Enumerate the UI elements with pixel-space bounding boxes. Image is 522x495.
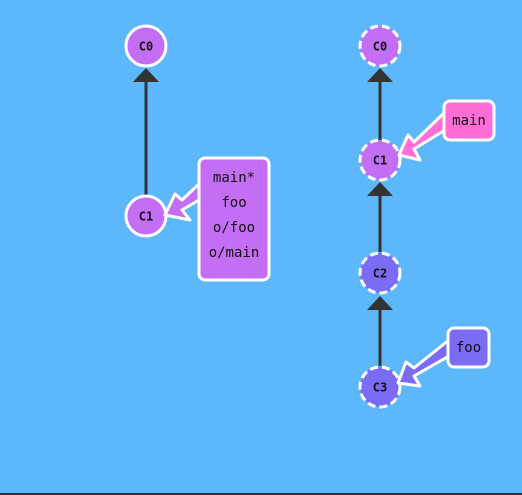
left-commit-c0-label: C0: [139, 40, 153, 54]
right-ref-main-box: [442, 99, 496, 142]
bottom-divider: [0, 493, 522, 495]
right-ref-main-arrow: [397, 110, 447, 162]
left-edge-c1-c0: [133, 68, 159, 196]
right-commit-c0-label: C0: [373, 40, 387, 54]
left-commit-c0[interactable]: C0: [124, 24, 168, 68]
right-ref-foo[interactable]: foo: [396, 326, 491, 388]
left-commit-c1[interactable]: C1: [124, 194, 168, 238]
right-commit-c2-label: C2: [373, 267, 387, 281]
right-ref-foo-label: foo: [456, 340, 481, 356]
right-tree: C0 C1 C2 C3 main foo: [358, 24, 496, 409]
right-commit-c2[interactable]: C2: [358, 251, 402, 295]
left-commit-c1-label: C1: [139, 210, 153, 224]
right-ref-foo-arrow: [396, 338, 451, 388]
left-ref-multi-line-1: foo: [221, 195, 246, 211]
right-edge-c1-c0: [367, 68, 393, 140]
left-ref-multi-line-2: o/foo: [213, 220, 255, 236]
left-ref-multi-box: [197, 156, 271, 282]
right-commit-c0[interactable]: C0: [358, 24, 402, 68]
right-ref-main[interactable]: main: [397, 99, 496, 162]
right-ref-foo-box: [446, 326, 491, 369]
left-ref-multi[interactable]: main* foo o/foo o/main: [163, 156, 271, 282]
right-edge-c2-c1: [367, 182, 393, 252]
right-commit-c3-label: C3: [373, 381, 387, 395]
left-ref-multi-line-0: main*: [213, 170, 255, 186]
right-edge-c3-c2: [367, 296, 393, 366]
left-tree: C0 C1 main* foo o/foo o/main: [124, 24, 271, 282]
left-ref-multi-arrow: [163, 182, 201, 222]
left-ref-multi-line-3: o/main: [209, 245, 260, 261]
right-commit-c3[interactable]: C3: [358, 365, 402, 409]
right-ref-main-label: main: [452, 113, 486, 129]
right-commit-c1-label: C1: [373, 154, 387, 168]
right-commit-c1[interactable]: C1: [358, 138, 402, 182]
